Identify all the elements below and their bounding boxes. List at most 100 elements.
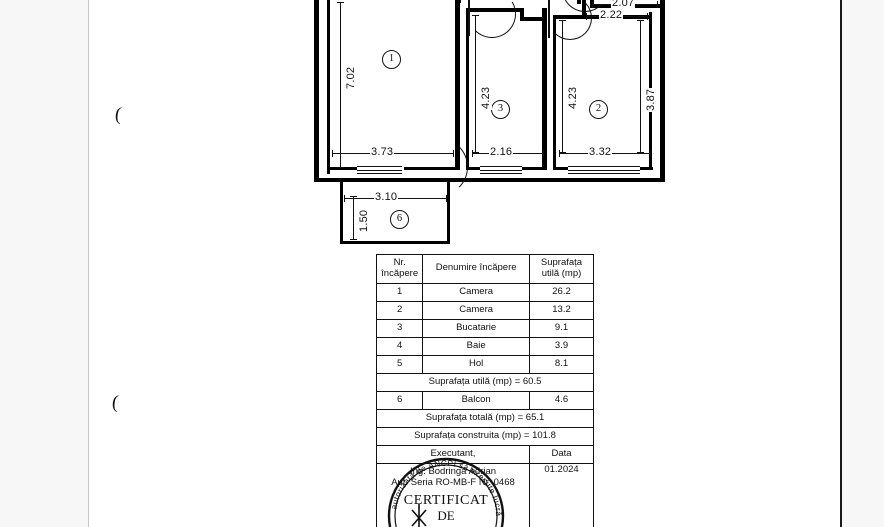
cell-nr: 4 — [375, 336, 424, 356]
dimline-balcony-height — [353, 196, 354, 240]
dim-bath-lower: 2.22 — [599, 9, 624, 21]
dim-room2-height-left: 4.23 — [567, 85, 579, 110]
door-swing-room2 — [548, 0, 592, 40]
cell-data-header: Data — [529, 444, 594, 464]
cell-area: 4.6 — [529, 390, 594, 410]
cell-name: Balcon — [422, 390, 530, 410]
cell-area: 3.9 — [529, 336, 594, 356]
table-row: 5 Hol 8.1 — [375, 354, 594, 374]
dimtick — [350, 239, 357, 240]
dimtick — [579, 0, 580, 1]
page-left-rule — [88, 0, 89, 527]
table-row-executant-details: Ing. Bodringă Adrian Aut. Seria RO-MB-F … — [376, 462, 594, 527]
dim-room2-width: 3.32 — [588, 146, 613, 158]
dimtick — [472, 15, 479, 16]
dimtick — [453, 150, 454, 157]
page-right-margin — [842, 0, 884, 527]
cell-name: Bucatarie — [422, 318, 530, 338]
cell-nr: 1 — [375, 282, 424, 302]
dimtick — [650, 150, 651, 157]
table-row-executant-header: Executant, Data — [376, 444, 594, 464]
header-area-line1: Suprafața — [540, 257, 583, 268]
cell-area: 13.2 — [529, 300, 594, 320]
cell-total-construita: Suprafața construita (mp) = 101.8 — [376, 426, 594, 446]
dimtick — [657, 1, 658, 8]
dim-balcony-height: 1.50 — [358, 208, 370, 233]
floor-plan-drawing: 1 3 2 4 6 7.02 3.73 4.23 2.16 4.23 — [300, 0, 680, 250]
dimtick — [543, 150, 544, 157]
wall-exterior-right — [660, 6, 665, 182]
cell-area: 8.1 — [529, 354, 594, 374]
page-right-rule — [840, 0, 842, 527]
cell-nr: 6 — [375, 390, 424, 410]
cell-area: 26.2 — [529, 282, 594, 302]
dimtick — [460, 0, 461, 1]
dimtick — [472, 152, 479, 153]
cell-nr: 3 — [375, 318, 424, 338]
room-marker-3: 3 — [491, 100, 510, 119]
table-header-row: Nr. încăpere Denumire încăpere Suprafața… — [375, 254, 594, 284]
scan-artifact-mark: ( — [113, 103, 123, 126]
dimline-room3-height — [475, 15, 476, 153]
table-row-total-construita: Suprafața construita (mp) = 101.8 — [376, 426, 594, 446]
wall-balcony-bottom — [340, 241, 450, 244]
dimtick — [446, 195, 447, 202]
page-left-margin — [0, 0, 88, 527]
table-row: 3 Bucatarie 9.1 — [375, 318, 594, 338]
dimtick — [559, 150, 560, 157]
cell-name: Baie — [422, 336, 530, 356]
table-row-subtotal-utila: Suprafața utilă (mp) = 60.5 — [376, 372, 594, 392]
window-room3 — [480, 166, 522, 174]
dimtick — [559, 20, 566, 21]
table-row: 1 Camera 26.2 — [375, 282, 594, 302]
wall-room1-top-stub — [455, 0, 461, 3]
dimtick — [337, 167, 344, 168]
dim-room1-width: 3.73 — [370, 146, 395, 158]
cell-name: Camera — [422, 300, 530, 320]
wall-balcony-right — [447, 182, 450, 244]
header-area: Suprafața utilă (mp) — [529, 254, 594, 284]
dimtick — [350, 196, 357, 197]
header-area-line2: utilă (mp) — [541, 267, 582, 279]
wall-exterior-left — [314, 0, 319, 182]
dimtick — [559, 152, 566, 153]
wall-exterior-bottom — [314, 178, 665, 182]
window-room1 — [357, 166, 402, 174]
header-nr-line2: încăpere — [381, 267, 419, 279]
dim-room1-height: 7.02 — [345, 65, 357, 90]
dim-bath-width: 2.07 — [611, 0, 636, 9]
dim-room3-height: 4.23 — [480, 85, 492, 110]
cell-executant-header: Executant, — [376, 444, 530, 464]
wall-exterior-bottom-inner — [327, 167, 382, 170]
room-marker-6: 6 — [390, 210, 409, 229]
cell-data-value: 01.2024 — [529, 462, 594, 527]
cell-total-totala: Suprafața totală (mp) = 65.1 — [376, 408, 594, 428]
dimline-room2-height-right — [640, 20, 641, 153]
wall-room3-notch-h — [520, 17, 546, 21]
cell-name: Hol — [422, 354, 530, 374]
data-value: 01.2024 — [544, 463, 579, 475]
dimtick — [592, 1, 593, 8]
header-nr-line1: Nr. — [393, 257, 406, 268]
wall-room3-notch-v — [520, 8, 524, 20]
dimline-room2-height-left — [562, 20, 563, 153]
cell-area: 9.1 — [529, 318, 594, 338]
table-row-total-totala: Suprafața totală (mp) = 65.1 — [376, 408, 594, 428]
dimtick — [344, 195, 345, 202]
dimline-room1-height — [340, 2, 341, 168]
scan-artifact-mark: ( — [110, 391, 120, 414]
dimtick — [637, 20, 644, 21]
table-row-balcony: 6 Balcon 4.6 — [375, 390, 594, 410]
room-marker-1: 1 — [382, 50, 401, 69]
room-schedule-table: Nr. încăpere Denumire încăpere Suprafața… — [375, 254, 594, 527]
table-row: 4 Baie 3.9 — [375, 336, 594, 356]
wall-between-room1-room3 — [455, 0, 460, 170]
dimtick — [472, 150, 473, 157]
table-row: 2 Camera 13.2 — [375, 300, 594, 320]
dim-hall-top: 3.60 — [498, 0, 523, 2]
door-leaf-room3 — [468, 0, 470, 36]
dimtick — [637, 152, 644, 153]
header-name: Denumire încăpere — [422, 254, 530, 284]
dimtick — [647, 13, 648, 20]
wall-between-room1-room3-b — [466, 8, 469, 168]
